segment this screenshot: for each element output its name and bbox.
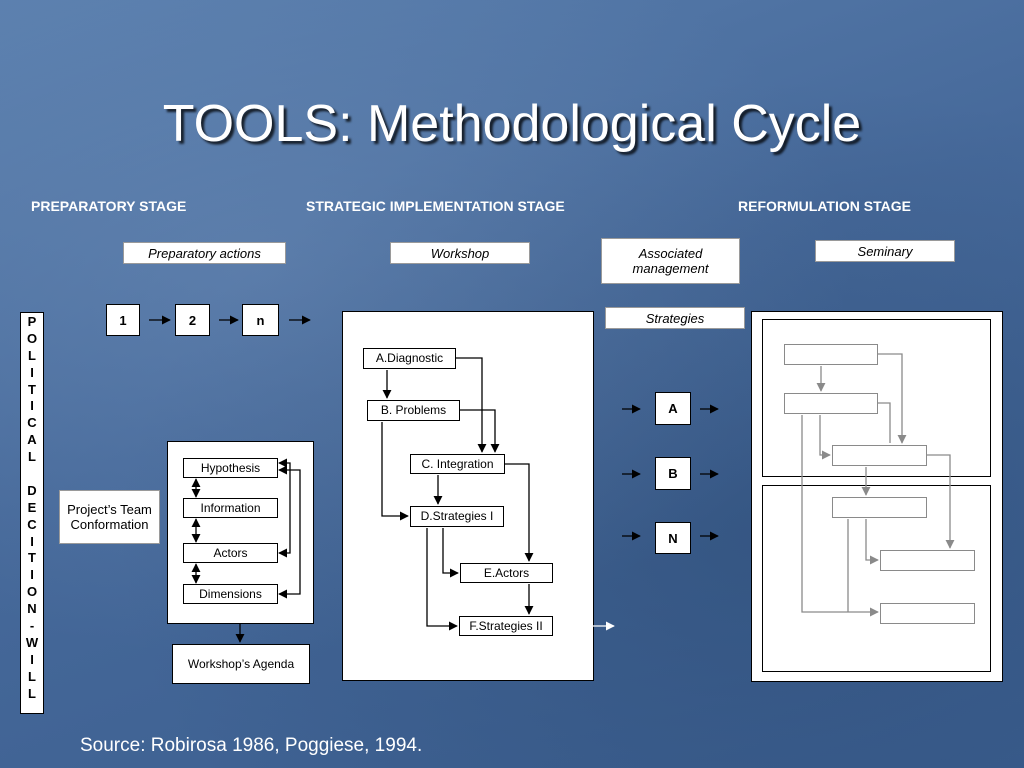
seminary-label: Seminary <box>815 240 955 262</box>
reformulation-step-6 <box>880 603 975 624</box>
step-1-box: 1 <box>106 304 140 336</box>
reformulation-step-5 <box>880 550 975 571</box>
strategy-a-box: A <box>655 392 691 425</box>
stage-preparatory: PREPARATORY STAGE <box>31 198 187 214</box>
workshop-label: Workshop <box>390 242 530 264</box>
reformulation-step-4 <box>832 497 927 518</box>
strategy-b-box: B <box>655 457 691 490</box>
strategies-label: Strategies <box>605 307 745 329</box>
project-team-conformation-box: Project’s Team Conformation <box>59 490 160 544</box>
dimensions-box: Dimensions <box>183 584 278 604</box>
slide-title: TOOLS: Methodological Cycle <box>162 95 862 153</box>
problems-box: B. Problems <box>367 400 460 421</box>
strategies-i-box: D.Strategies I <box>410 506 504 527</box>
actors-flow-box: E.Actors <box>460 563 553 583</box>
stage-strategic-implementation: STRATEGIC IMPLEMENTATION STAGE <box>306 198 565 214</box>
diagnostic-box: A.Diagnostic <box>363 348 456 369</box>
associated-management-label: Associated management <box>601 238 740 284</box>
stage-reformulation: REFORMULATION STAGE <box>738 198 911 214</box>
information-box: Information <box>183 498 278 518</box>
reformulation-step-2 <box>784 393 878 414</box>
strategies-ii-box: F.Strategies II <box>459 616 553 636</box>
workshop-agenda-box: Workshop’s Agenda <box>172 644 310 684</box>
step-2-box: 2 <box>175 304 210 336</box>
reformulation-step-3 <box>832 445 927 466</box>
step-n-box: n <box>242 304 279 336</box>
reformulation-step-1 <box>784 344 878 365</box>
source-citation: Source: Robirosa 1986, Poggiese, 1994. <box>80 735 423 756</box>
preparatory-actions-label: Preparatory actions <box>123 242 286 264</box>
actors-box: Actors <box>183 543 278 563</box>
hypothesis-box: Hypothesis <box>183 458 278 478</box>
strategy-n-box: N <box>655 522 691 554</box>
integration-box: C. Integration <box>410 454 505 474</box>
